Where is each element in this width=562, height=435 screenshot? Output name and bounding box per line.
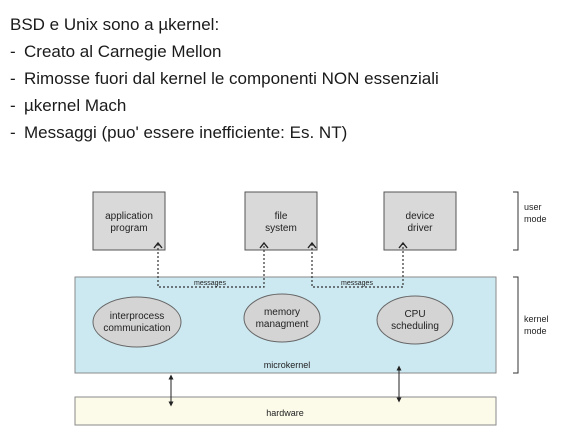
slide-text: BSD e Unix sono a µkernel: -Creato al Ca… bbox=[10, 11, 439, 146]
chevron-up-icon bbox=[398, 241, 408, 249]
kernel-mode-bracket bbox=[513, 276, 519, 374]
interprocess-communication-ellipse: interprocess communication bbox=[92, 296, 182, 348]
bullet-item: -µkernel Mach bbox=[10, 92, 439, 119]
application-program-label-line2: program bbox=[110, 223, 147, 234]
bullet-text: Rimosse fuori dal kernel le componenti N… bbox=[24, 69, 439, 88]
chevron-up-icon bbox=[153, 241, 163, 249]
messages-label-right: messages bbox=[341, 280, 373, 287]
user-mode-bracket bbox=[513, 191, 519, 251]
file-system-box: file system bbox=[244, 191, 318, 251]
memory-label-line2: managment bbox=[256, 319, 309, 330]
bullet-list: -Creato al Carnegie Mellon -Rimosse fuor… bbox=[10, 38, 439, 146]
memory-label-line1: memory bbox=[264, 307, 300, 318]
message-path-right bbox=[311, 244, 404, 288]
bullet-text: Creato al Carnegie Mellon bbox=[24, 42, 222, 61]
kernel-mode-label-line2: mode bbox=[524, 326, 547, 336]
user-mode-label-line2: mode bbox=[524, 214, 547, 224]
chevron-up-icon bbox=[307, 241, 317, 249]
bullet-text: µkernel Mach bbox=[24, 96, 127, 115]
device-driver-box: device driver bbox=[383, 191, 457, 251]
bullet-dash: - bbox=[10, 123, 16, 142]
bullet-item: -Creato al Carnegie Mellon bbox=[10, 38, 439, 65]
application-program-box: application program bbox=[92, 191, 166, 251]
cpu-scheduling-ellipse: CPU scheduling bbox=[376, 295, 454, 345]
bullet-item: -Messaggi (puo' essere inefficiente: Es.… bbox=[10, 119, 439, 146]
cpu-label-line1: CPU bbox=[404, 309, 425, 320]
chevron-up-icon bbox=[259, 241, 269, 249]
hardware-layer bbox=[74, 396, 497, 426]
bullet-dash: - bbox=[10, 42, 16, 61]
hardware-label: hardware bbox=[266, 408, 304, 418]
microkernel-label: microkernel bbox=[264, 360, 311, 370]
user-mode-label-line1: user bbox=[524, 202, 542, 212]
device-driver-label-line1: device bbox=[406, 211, 435, 222]
bullet-text: Messaggi (puo' essere inefficiente: Es. … bbox=[24, 123, 348, 142]
application-program-label-line1: application bbox=[105, 211, 153, 222]
message-path-left bbox=[157, 244, 265, 288]
message-arrowheads bbox=[153, 241, 408, 249]
cpu-label-line2: scheduling bbox=[391, 321, 439, 332]
interprocess-label-line2: communication bbox=[103, 323, 170, 334]
message-paths bbox=[157, 244, 404, 288]
interprocess-label-line1: interprocess bbox=[110, 311, 164, 322]
bullet-dash: - bbox=[10, 69, 16, 88]
slide-heading: BSD e Unix sono a µkernel: bbox=[10, 15, 220, 34]
file-system-label-line1: file bbox=[275, 211, 288, 222]
bullet-dash: - bbox=[10, 96, 16, 115]
memory-management-ellipse: memory managment bbox=[243, 293, 321, 343]
file-system-label-line2: system bbox=[265, 223, 297, 234]
messages-label-left: messages bbox=[194, 280, 226, 287]
bullet-item: -Rimosse fuori dal kernel le componenti … bbox=[10, 65, 439, 92]
kernel-mode-label-line1: kernel bbox=[524, 314, 549, 324]
device-driver-label-line2: driver bbox=[407, 223, 433, 234]
